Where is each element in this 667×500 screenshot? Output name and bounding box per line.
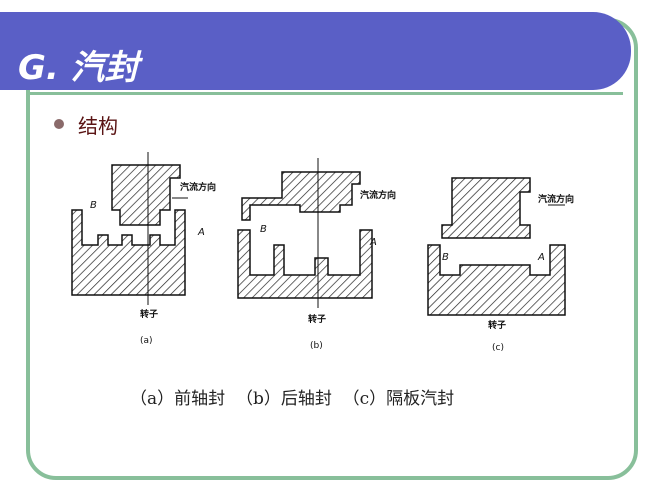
flow-direction-label-c: 汽流方向	[538, 193, 574, 205]
bullet-text: 结构	[78, 114, 118, 138]
sub-label-c: (c)	[492, 343, 504, 353]
slide-title: G. 汽封	[18, 48, 139, 88]
seal-diagram: 汽流方向 B A 转子 (a) 汽流方向 B A 转子 (b) 汽流方向 B A…	[71, 152, 574, 353]
gap-b-label-b: B	[260, 224, 267, 235]
gap-a-label-a: A	[197, 227, 205, 238]
title-bar: G. 汽封	[0, 12, 631, 90]
title-underline	[30, 92, 623, 95]
gap-b-label-a: B	[90, 200, 97, 211]
sub-label-b: (b)	[310, 341, 323, 351]
flow-direction-label-b: 汽流方向	[360, 189, 396, 201]
rotor-label-a: 转子	[140, 308, 158, 320]
diagram-caption: （a）前轴封 （b）后轴封 （c）隔板汽封	[130, 389, 455, 409]
gap-a-label-b: A	[369, 237, 377, 248]
flow-direction-label-a: 汽流方向	[180, 181, 216, 193]
rotor-label-c: 转子	[488, 319, 506, 331]
gap-b-label-c: B	[442, 252, 449, 263]
gap-a-label-c: A	[537, 252, 545, 263]
seal-figure-c: 汽流方向 B A 转子 (c)	[427, 177, 574, 353]
sub-label-a: (a)	[140, 336, 153, 346]
seal-figure-b: 汽流方向 B A 转子 (b)	[237, 158, 396, 351]
seal-figure-a: 汽流方向 B A 转子 (a)	[71, 152, 216, 346]
rotor-label-b: 转子	[308, 313, 326, 325]
bullet-icon	[54, 119, 64, 129]
